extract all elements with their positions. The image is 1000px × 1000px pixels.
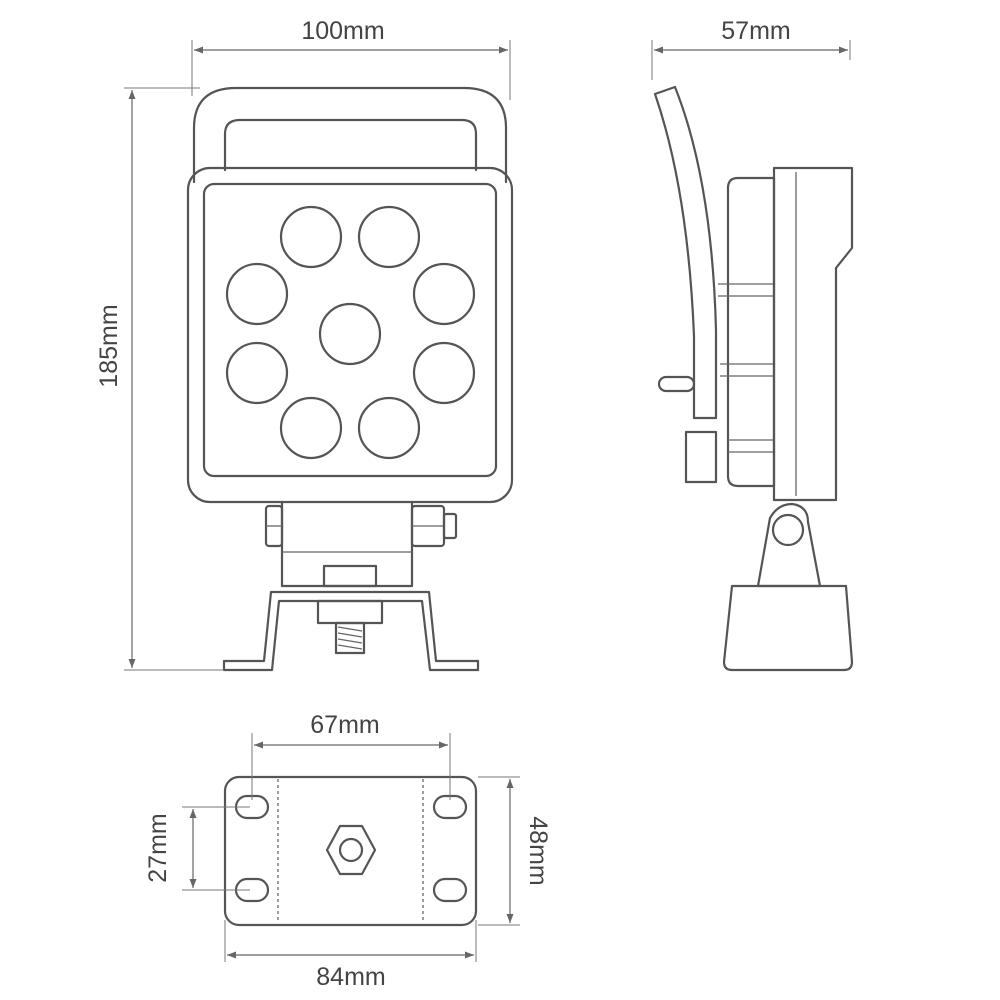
base-slot [432, 877, 468, 903]
base-width-label: 84mm [316, 963, 385, 991]
base-hole-pitch-dimension: 27mm [144, 806, 250, 891]
base-plate [223, 775, 478, 927]
led [357, 396, 421, 460]
base-hex-nut [325, 824, 377, 876]
front-height-dimension: 185mm [95, 87, 224, 671]
front-lens [202, 182, 498, 478]
led [412, 262, 476, 326]
base-view [223, 775, 478, 927]
led [318, 302, 382, 366]
side-depth-dimension: 57mm [651, 17, 851, 80]
front-bolt-cap [442, 512, 458, 540]
base-hole-spacing-label: 67mm [310, 711, 379, 739]
base-hole-spacing-dimension: 67mm [251, 711, 451, 800]
front-stud [334, 621, 366, 655]
base-height-dimension: 48mm [478, 776, 552, 926]
side-connector [684, 430, 718, 484]
base-hole-pitch-label: 27mm [144, 813, 172, 882]
led [279, 205, 343, 269]
front-nut-top [322, 564, 378, 588]
front-handle-inner [223, 118, 478, 172]
front-handle [192, 86, 508, 184]
base-width-dimension: 84mm [224, 920, 477, 991]
front-width-label: 100mm [301, 17, 384, 45]
led-array [225, 205, 476, 460]
led [357, 205, 421, 269]
side-depth-label: 57mm [721, 17, 790, 45]
front-yoke [280, 500, 414, 588]
front-housing [186, 166, 514, 504]
stud-thread [337, 626, 363, 650]
base-height-label: 48mm [524, 816, 552, 885]
side-pivot [756, 502, 822, 588]
front-view [186, 86, 514, 672]
led [279, 396, 343, 460]
side-knob [657, 375, 696, 393]
led [225, 341, 289, 405]
front-nut [316, 599, 384, 625]
side-view [653, 85, 854, 672]
front-width-dimension: 100mm [191, 17, 511, 100]
led [225, 262, 289, 326]
base-center-hole [338, 837, 364, 863]
led [412, 341, 476, 405]
front-bracket [222, 590, 480, 672]
side-rear-bezel [726, 176, 776, 488]
side-fins [718, 283, 774, 453]
side-housing [772, 166, 854, 502]
side-handle [653, 85, 718, 420]
front-height-label: 185mm [95, 304, 123, 387]
side-base [722, 584, 854, 672]
side-pivot-bolt [771, 513, 805, 547]
